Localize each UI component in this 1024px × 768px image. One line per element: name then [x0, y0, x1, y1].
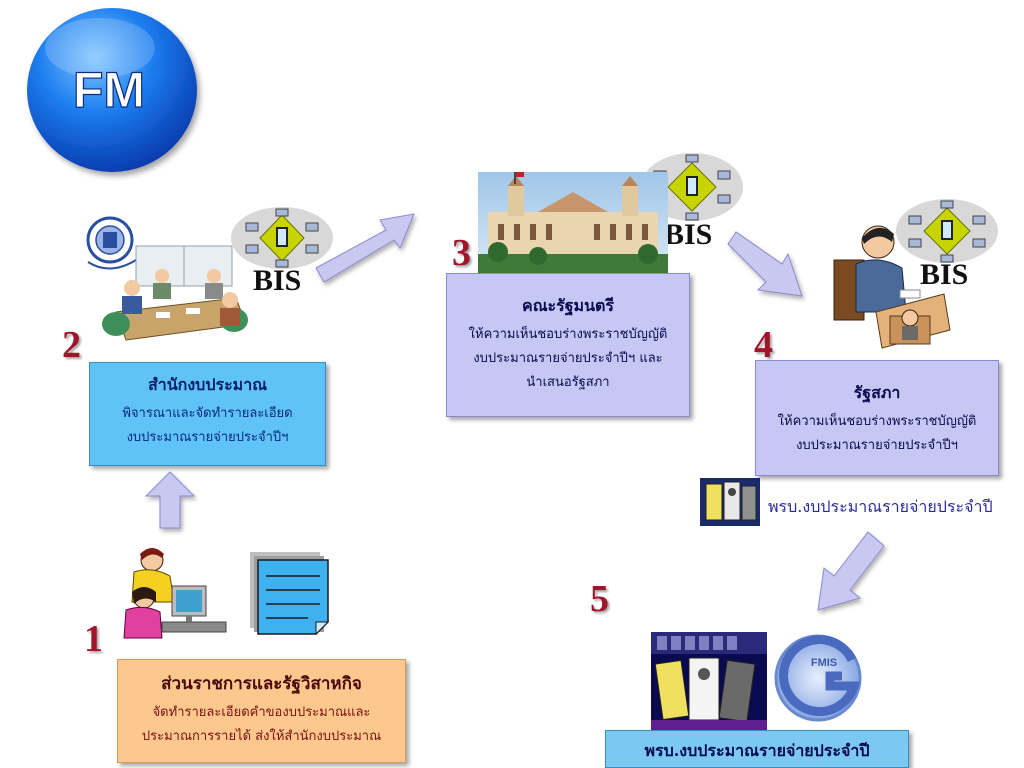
step-4-desc-line1: ให้ความเห็นชอบร่างพระราชบัญญัติ — [777, 414, 977, 429]
step-3-title: คณะรัฐมนตรี — [521, 296, 615, 315]
step-number-3: 3 — [452, 232, 471, 274]
step-3-desc-line1: ให้ความเห็นชอบร่างพระราชบัญญัติ — [468, 327, 668, 342]
step-number-2: 2 — [62, 324, 81, 366]
bis-label-4: BIS — [920, 258, 969, 291]
arrow-step3-to-step4 — [727, 231, 803, 297]
arrow-step2-to-step3 — [315, 213, 415, 283]
step-number-4: 4 — [754, 324, 773, 366]
step-1-title: ส่วนราชการและรัฐวิสาหกิจ — [161, 674, 362, 694]
budget-act-book-image — [651, 632, 767, 732]
document-icon — [250, 552, 330, 636]
fm-logo-text: FM — [73, 62, 145, 118]
step-2-desc-line2: งบประมาณรายจ่ายประจำปีฯ — [126, 430, 289, 445]
step-3-desc-line2: งบประมาณรายจ่ายประจำปีฯ และ — [473, 351, 663, 366]
step-4-title: รัฐสภา — [853, 383, 901, 402]
arrow-step1-to-step2 — [144, 471, 196, 529]
step-1-agencies-box: ส่วนราชการและรัฐวิสาหกิจ จัดทำรายละเอียด… — [117, 659, 406, 763]
step-2-budget-bureau-box: สำนักงบประมาณ พิจารณาและจัดทำรายละเอียด … — [89, 362, 326, 466]
step-5-budget-act-box: พรบ.งบประมาณรายจ่ายประจำปี — [605, 730, 909, 768]
budget-bureau-emblem — [86, 216, 137, 270]
staff-computer-illustration — [123, 548, 227, 639]
step-1-desc-line1: จัดทำรายละเอียดคำของบประมาณและ — [152, 705, 371, 720]
bis-label-2: BIS — [253, 264, 302, 297]
step-number-1: 1 — [84, 618, 103, 660]
step-4-desc-line2: งบประมาณรายจ่ายประจำปีฯ — [796, 438, 958, 453]
step-5-title: พรบ.งบประมาณรายจ่ายประจำปี — [644, 741, 870, 760]
bis-label-3: BIS — [664, 218, 713, 251]
government-house-image — [478, 172, 668, 273]
step-2-title: สำนักงบประมาณ — [147, 375, 268, 394]
meeting-illustration — [102, 245, 248, 341]
fm-logo: FM — [27, 8, 197, 172]
step-3-desc-line3: นำเสนอรัฐสภา — [526, 375, 610, 390]
step-3-cabinet-box: คณะรัฐมนตรี ให้ความเห็นชอบร่างพระราชบัญญ… — [446, 273, 690, 417]
official-desk-illustration — [833, 225, 951, 349]
step-1-desc-line2: ประมาณการรายได้ ส่งให้สำนักงบประมาณ — [141, 729, 382, 744]
arrow-step4-to-step5 — [817, 531, 885, 611]
step-2-desc-line1: พิจารณาและจัดทำรายละเอียด — [122, 406, 293, 421]
budget-act-thumbnail — [700, 478, 760, 526]
svg-text:FMIS: FMIS — [811, 657, 837, 669]
budget-act-caption: พรบ.งบประมาณรายจ่ายประจำปี — [768, 497, 993, 516]
bis-network-icon — [231, 207, 333, 269]
step-number-5: 5 — [590, 578, 609, 620]
bis-network-icon — [896, 199, 998, 263]
step-4-parliament-box: รัฐสภา ให้ความเห็นชอบร่างพระราชบัญญัติ ง… — [755, 360, 999, 476]
gfmis-logo: FMIS — [774, 634, 862, 722]
